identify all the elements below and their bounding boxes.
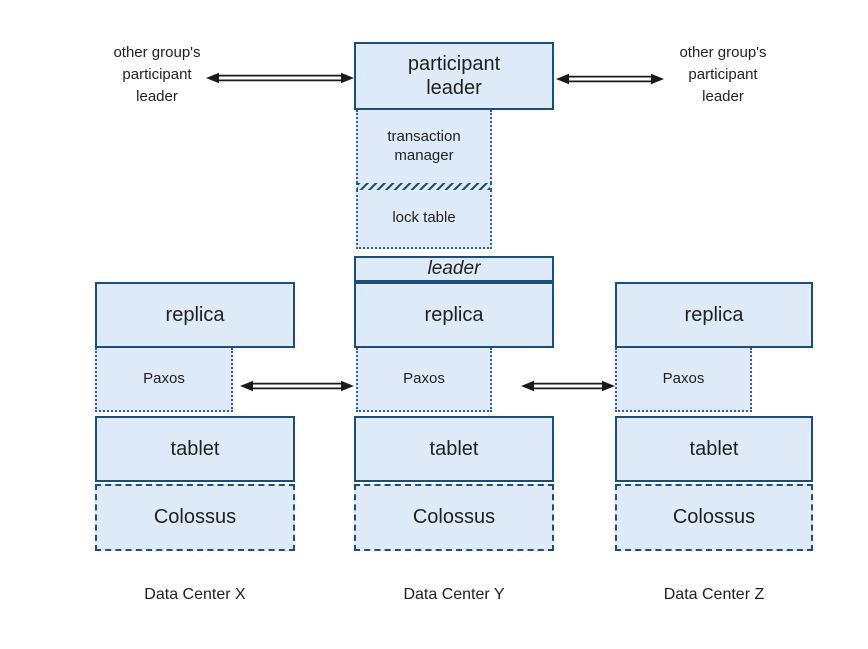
other-group-left-label: other group's participant leader [87, 42, 227, 108]
double-arrow-paxos-left-icon [240, 380, 354, 392]
transaction-manager-line1: transaction [387, 127, 461, 145]
other-group-left-line2: participant [122, 66, 192, 83]
other-group-right-line2: participant [688, 66, 758, 83]
datacenter-z-label: Data Center Z [663, 586, 765, 603]
participant-leader-line2: leader [426, 77, 482, 99]
tablet-box-x: tablet [95, 416, 295, 482]
leader-label: leader [427, 257, 481, 279]
paxos-box-y: Paxos [356, 348, 492, 412]
replica-label-y: replica [424, 304, 484, 326]
datacenter-y-label: Data Center Y [403, 586, 505, 603]
hatch-divider [356, 183, 492, 190]
transaction-manager-line2: manager [394, 146, 454, 164]
colossus-label-z: Colossus [672, 506, 756, 528]
tablet-label-y: tablet [429, 438, 479, 460]
double-arrow-paxos-right-icon [521, 380, 615, 392]
participant-leader-line1: participant [407, 53, 501, 75]
colossus-label-x: Colossus [153, 506, 237, 528]
colossus-box-y: Colossus [354, 484, 554, 551]
other-group-right-line1: other group's [679, 44, 767, 61]
colossus-label-y: Colossus [412, 506, 496, 528]
paxos-label-x: Paxos [143, 369, 185, 387]
other-group-left-line1: other group's [113, 44, 201, 61]
paxos-box-z: Paxos [615, 348, 752, 412]
double-arrow-top-right-icon [556, 73, 664, 85]
tablet-box-y: tablet [354, 416, 554, 482]
colossus-box-x: Colossus [95, 484, 295, 551]
transaction-manager-box: transaction manager [356, 110, 492, 183]
participant-leader-box: participant leader [354, 42, 554, 110]
lock-table-label: lock table [392, 209, 456, 227]
replica-box-z: replica [615, 282, 813, 348]
tablet-label-z: tablet [689, 438, 739, 460]
other-group-right-label: other group's participant leader [653, 42, 793, 108]
replica-box-y: replica [354, 282, 554, 348]
other-group-left-line3: leader [136, 88, 178, 105]
tablet-box-z: tablet [615, 416, 813, 482]
replica-box-x: replica [95, 282, 295, 348]
replica-label-x: replica [165, 304, 225, 326]
lock-table-box: lock table [356, 190, 492, 249]
tablet-label-x: tablet [170, 438, 220, 460]
datacenter-x-label: Data Center X [144, 586, 246, 603]
paxos-box-x: Paxos [95, 348, 233, 412]
paxos-label-z: Paxos [662, 369, 705, 387]
double-arrow-top-left-icon [206, 72, 354, 84]
leader-box: leader [354, 256, 554, 282]
colossus-box-z: Colossus [615, 484, 813, 551]
paxos-label-y: Paxos [403, 369, 445, 387]
replica-label-z: replica [684, 304, 744, 326]
other-group-right-line3: leader [702, 88, 744, 105]
